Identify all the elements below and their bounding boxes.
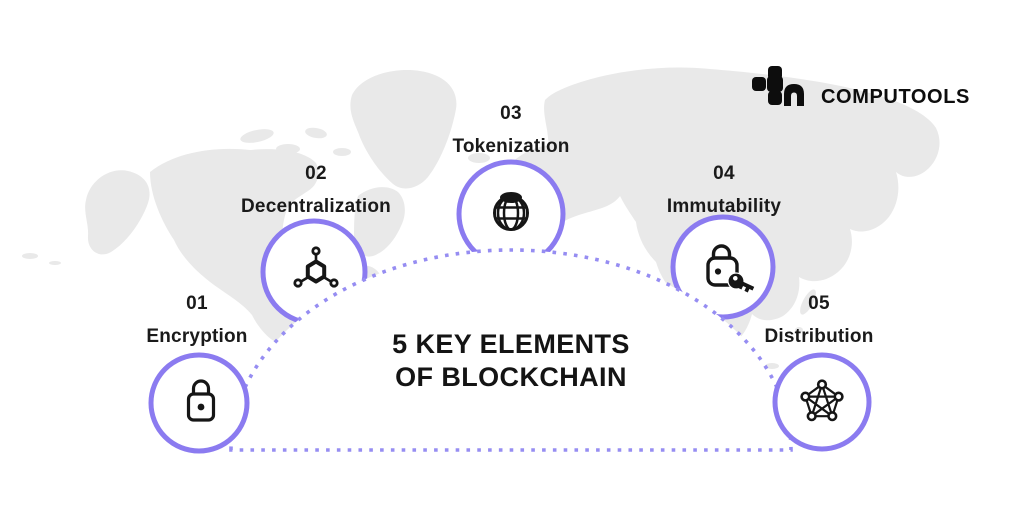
title-line-2: OF BLOCKCHAIN <box>395 362 627 392</box>
computools-pixel-mark-icon <box>752 66 804 106</box>
globe-icon <box>493 192 529 231</box>
network-nodes-icon <box>293 246 339 288</box>
brand-logo: COMPUTOOLS <box>751 63 970 111</box>
element-03: 03 Tokenization <box>452 104 569 157</box>
element-number: 01 <box>186 293 208 314</box>
element-label: Decentralization <box>241 196 391 217</box>
dotted-dome-arc <box>229 248 793 452</box>
mesh-network-icon <box>800 379 844 422</box>
brand-name: COMPUTOOLS <box>821 86 970 108</box>
element-number: 02 <box>305 163 327 184</box>
title-line-1: 5 KEY ELEMENTS <box>392 329 630 359</box>
element-label: Immutability <box>666 196 782 217</box>
element-02: 02 Decentralization <box>241 164 391 217</box>
padlock-icon <box>186 379 216 422</box>
element-01: 01 Encryption <box>146 294 247 347</box>
element-05: 05 Distribution <box>765 294 874 347</box>
page-title: 5 KEY ELEMENTS OF BLOCKCHAIN <box>301 328 721 394</box>
element-label: Distribution <box>764 326 874 347</box>
element-number: 03 <box>500 103 522 124</box>
element-label: Tokenization <box>452 136 570 157</box>
element-04: 04 Immutability <box>667 164 781 217</box>
element-label: Encryption <box>146 326 248 347</box>
element-number: 04 <box>713 163 735 184</box>
element-number: 05 <box>808 293 830 314</box>
lock-and-key-icon <box>706 244 756 294</box>
element-circle-05 <box>772 352 872 452</box>
element-circle-01 <box>148 352 250 454</box>
